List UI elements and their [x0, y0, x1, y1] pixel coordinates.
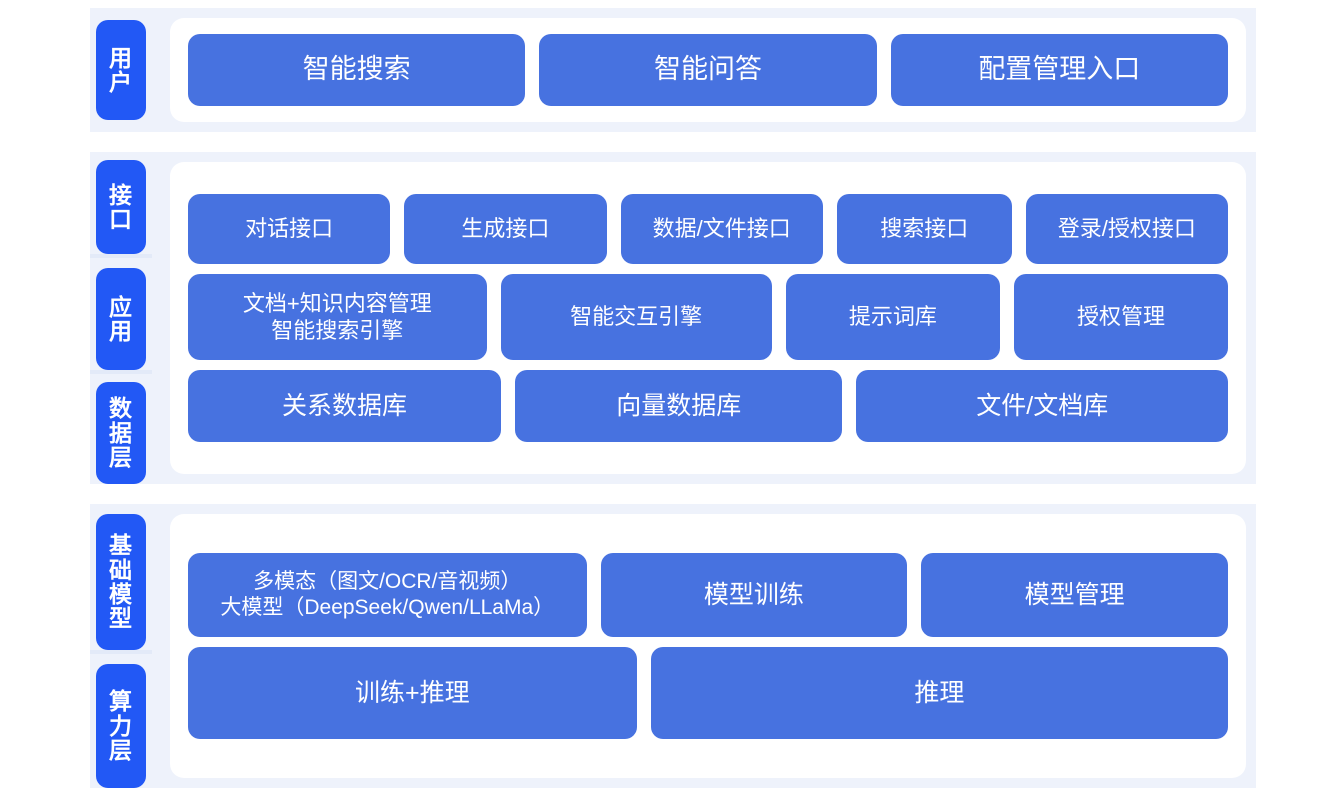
layer-tab-column-user: 用户: [90, 8, 152, 132]
layer-tab-application-label: 应用: [108, 293, 133, 345]
card-relational-database[interactable]: 关系数据库: [188, 370, 501, 442]
card-data-file-api[interactable]: 数据/文件接口: [620, 194, 823, 264]
card-dialog-api[interactable]: 对话接口: [188, 194, 391, 264]
layer-panel-middle: 对话接口 生成接口 数据/文件接口 搜索接口 登录/授权接口 文档+知识内容管理…: [170, 162, 1246, 474]
layer-tab-interface-label: 接口: [108, 181, 133, 233]
card-model-training[interactable]: 模型训练: [600, 553, 908, 637]
card-smart-qa[interactable]: 智能问答: [539, 34, 877, 106]
card-training-plus-inference[interactable]: 训练+推理: [188, 647, 637, 739]
tab-divider: [90, 650, 152, 654]
card-smart-search[interactable]: 智能搜索: [188, 34, 526, 106]
card-generation-api[interactable]: 生成接口: [404, 194, 607, 264]
card-vector-database[interactable]: 向量数据库: [514, 370, 843, 442]
card-search-api[interactable]: 搜索接口: [836, 194, 1012, 264]
card-smart-interaction-engine[interactable]: 智能交互引擎: [500, 274, 772, 360]
tab-divider: [90, 370, 152, 375]
row-application: 文档+知识内容管理 智能搜索引擎 智能交互引擎 提示词库 授权管理: [188, 274, 1228, 360]
layer-tab-compute-label: 算力层: [108, 688, 133, 764]
card-inference[interactable]: 推理: [650, 647, 1228, 739]
card-login-auth-api[interactable]: 登录/授权接口: [1025, 194, 1228, 264]
card-doc-knowledge-management[interactable]: 文档+知识内容管理 智能搜索引擎: [188, 274, 487, 360]
layer-tab-interface[interactable]: 接口: [96, 160, 146, 255]
layer-tab-column-middle: 接口 应用 数据层: [90, 152, 152, 485]
card-model-management[interactable]: 模型管理: [921, 553, 1228, 637]
layer-group-middle: 接口 应用 数据层 对话接口 生成接口 数据/文件接口 搜索接口 登录/授权接口…: [90, 152, 1256, 485]
layer-tab-compute[interactable]: 算力层: [96, 664, 146, 788]
layer-tab-column-bottom: 基础模型 算力层: [90, 504, 152, 788]
row-interface: 对话接口 生成接口 数据/文件接口 搜索接口 登录/授权接口: [188, 194, 1228, 264]
card-multimodal-large-model[interactable]: 多模态（图文/OCR/音视频） 大模型（DeepSeek/Qwen/LLaMa）: [188, 553, 587, 637]
layer-tab-base-model[interactable]: 基础模型: [96, 514, 146, 650]
layer-tab-application[interactable]: 应用: [96, 268, 146, 371]
layer-group-bottom: 基础模型 算力层 多模态（图文/OCR/音视频） 大模型（DeepSeek/Qw…: [90, 504, 1256, 788]
row-base-model: 多模态（图文/OCR/音视频） 大模型（DeepSeek/Qwen/LLaMa）…: [188, 553, 1228, 637]
layer-tab-user-label: 用户: [108, 44, 133, 95]
tab-divider: [90, 254, 152, 259]
layer-tab-base-model-label: 基础模型: [108, 532, 133, 632]
layer-tab-data[interactable]: 数据层: [96, 382, 146, 485]
row-user-entries: 智能搜索 智能问答 配置管理入口: [188, 34, 1228, 106]
layer-group-user: 用户 智能搜索 智能问答 配置管理入口: [90, 8, 1256, 132]
layer-tab-user[interactable]: 用户: [96, 20, 146, 120]
layer-panel-user: 智能搜索 智能问答 配置管理入口: [170, 18, 1246, 122]
card-file-document-store[interactable]: 文件/文档库: [856, 370, 1228, 442]
layer-panel-bottom: 多模态（图文/OCR/音视频） 大模型（DeepSeek/Qwen/LLaMa）…: [170, 514, 1246, 778]
row-data-layer: 关系数据库 向量数据库 文件/文档库: [188, 370, 1228, 442]
layer-tab-data-label: 数据层: [108, 395, 133, 471]
card-authorization-management[interactable]: 授权管理: [1013, 274, 1228, 360]
card-config-management-entry[interactable]: 配置管理入口: [890, 34, 1228, 106]
card-prompt-library[interactable]: 提示词库: [785, 274, 1000, 360]
row-compute-layer: 训练+推理 推理: [188, 647, 1228, 739]
